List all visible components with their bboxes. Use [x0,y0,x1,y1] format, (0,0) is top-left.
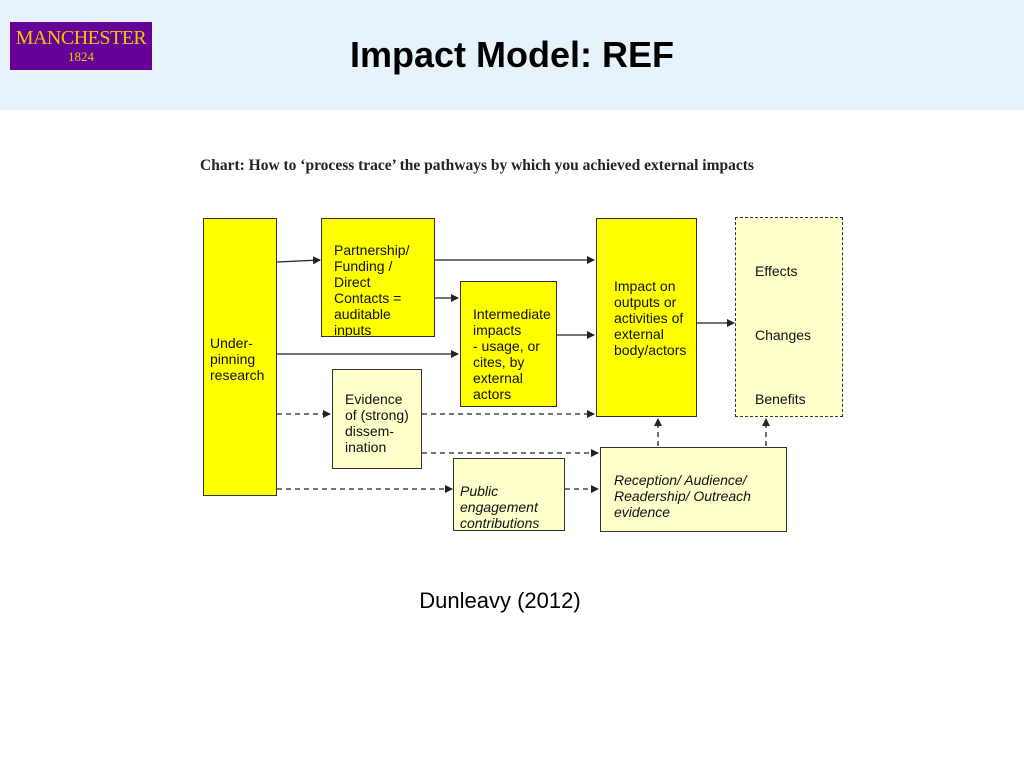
evidence-text: Evidence of (strong) dissem- ination [345,391,409,455]
partnership-text: Partnership/ Funding / Direct Contacts =… [334,242,410,337]
box-evidence: Evidence of (strong) dissem- ination [332,369,422,469]
public-engagement-text: Public engagement contributions [460,483,540,531]
slide-title: Impact Model: REF [349,34,675,75]
reception-text: Reception/ Audience/ Readership/ Outreac… [614,472,751,520]
box-impact: Impact on outputs or activities of exter… [596,218,697,417]
box-partnership: Partnership/ Funding / Direct Contacts =… [321,218,435,337]
effects-label: Effects [755,263,798,279]
logo-name: MANCHESTER [15,27,147,49]
impact-text: Impact on outputs or activities of exter… [614,278,687,358]
logo-year: 1824 [68,49,94,64]
box-effects: Effects Changes Benefits [735,217,843,417]
manchester-logo: MANCHESTER 1824 [10,22,152,70]
box-underpinning-research: Under- pinning research [203,218,277,496]
underpinning-research-text: Under- pinning research [210,335,265,383]
intermediate-impacts-text: Intermediate impacts - usage, or cites, … [473,306,551,402]
box-intermediate-impacts: Intermediate impacts - usage, or cites, … [460,281,557,407]
chart-caption: Chart: How to ‘process trace’ the pathwa… [200,157,754,174]
box-public-engagement: Public engagement contributions [453,458,565,531]
slide-header: MANCHESTER 1824 Impact Model: REF [0,0,1024,110]
box-reception: Reception/ Audience/ Readership/ Outreac… [600,447,787,532]
arrow-research-to-partnership [276,256,321,265]
source-credit: Dunleavy (2012) [419,588,581,613]
changes-label: Changes [755,327,812,343]
benefits-label: Benefits [755,391,806,407]
